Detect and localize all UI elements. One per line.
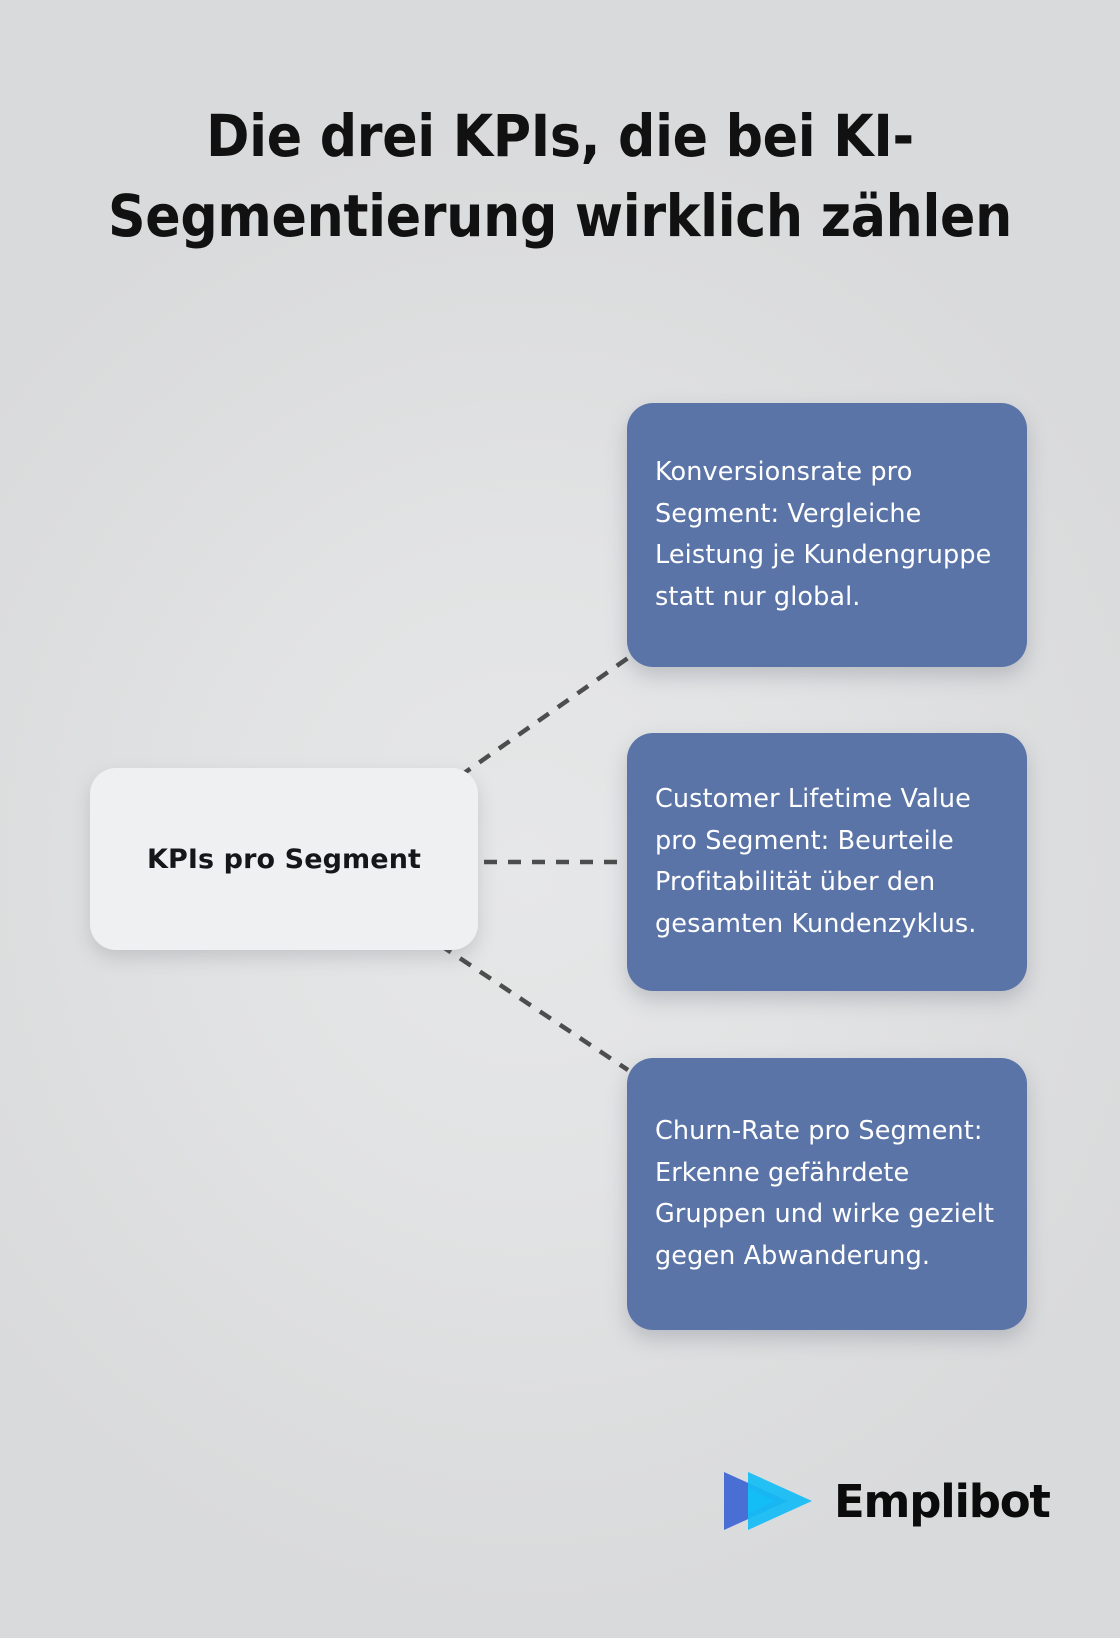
center-node[interactable]: KPIs pro Segment bbox=[90, 768, 478, 950]
branch-node-customer-lifetime-value[interactable]: Customer Lifetime Value pro Segment: Beu… bbox=[627, 733, 1027, 991]
page-title-line-2: Segmentierung wirklich zählen bbox=[108, 182, 1012, 250]
branch-node-konversionsrate[interactable]: Konversionsrate pro Segment: Vergleiche … bbox=[627, 403, 1027, 667]
double-play-triangle-icon bbox=[724, 1472, 812, 1530]
emplibot-logo[interactable]: Emplibot bbox=[722, 1466, 1051, 1536]
connector-line-to-branch-2 bbox=[438, 943, 630, 1072]
branch-node-text: Konversionsrate pro Segment: Vergleiche … bbox=[655, 457, 992, 612]
branch-node-text: Churn-Rate pro Segment: Erkenne gefährde… bbox=[655, 1116, 995, 1271]
center-node-label: KPIs pro Segment bbox=[146, 843, 422, 875]
page-title-line-1: Die drei KPIs, die bei KI- bbox=[206, 102, 914, 170]
connector-line-to-branch-0 bbox=[438, 656, 630, 792]
page-title: Die drei KPIs, die bei KI- Segmentierung… bbox=[40, 96, 1080, 256]
emplibot-wordmark: Emplibot bbox=[834, 1474, 1051, 1528]
branch-node-churn-rate[interactable]: Churn-Rate pro Segment: Erkenne gefährde… bbox=[627, 1058, 1027, 1330]
branch-node-text: Customer Lifetime Value pro Segment: Beu… bbox=[655, 784, 977, 939]
